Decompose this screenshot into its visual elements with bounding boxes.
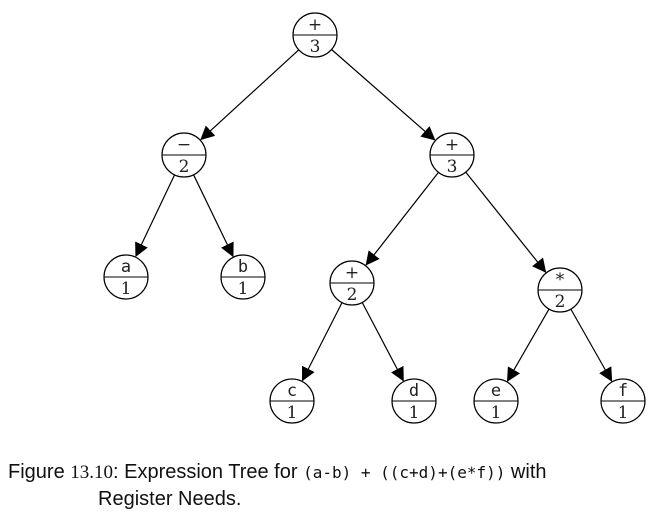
node-register-need-label: 3	[447, 157, 458, 177]
node-register-need-label: 1	[409, 403, 420, 423]
edge-root-to-plus1	[331, 49, 436, 141]
node-register-need-label: 2	[555, 292, 566, 312]
edge-plus2-to-d	[361, 302, 404, 382]
figure-caption: Figure 13.10: Expression Tree for (a-b) …	[8, 459, 668, 512]
node-operator-label: e	[491, 381, 501, 401]
node-register-need-label: 2	[179, 157, 190, 177]
node-register-need-label: 1	[618, 403, 629, 423]
caption-suffix: with	[505, 461, 547, 483]
edge-root-to-minus	[200, 49, 300, 141]
edge-plus1-to-plus2	[365, 171, 439, 266]
tree-node-c: c1	[269, 378, 315, 424]
node-operator-label: +	[445, 135, 459, 155]
tree-node-a: a1	[103, 254, 149, 300]
edge-plus2-to-c	[301, 302, 343, 382]
tree-node-f: f1	[600, 378, 646, 424]
tree-node-plus2: +2	[329, 260, 375, 306]
node-operator-label: c	[287, 381, 297, 401]
tree-node-b: b1	[220, 254, 266, 300]
caption-expression: (a-b) + ((c+d)+(e*f))	[303, 463, 506, 482]
tree-node-e: e1	[473, 378, 519, 424]
node-operator-label: a	[121, 257, 131, 277]
edge-minus-to-b	[193, 174, 234, 258]
edge-minus-to-a	[135, 174, 176, 258]
node-operator-label: d	[409, 381, 419, 401]
tree-node-times: *2	[537, 267, 583, 313]
caption-prefix: Figure	[8, 461, 71, 483]
node-register-need-label: 1	[287, 403, 298, 423]
edge-plus1-to-times	[465, 171, 547, 273]
node-operator-label: *	[556, 270, 565, 290]
node-register-need-label: 3	[310, 37, 321, 57]
caption-middle: : Expression Tree for	[113, 461, 304, 483]
tree-node-minus: −2	[161, 132, 207, 178]
node-register-need-label: 2	[347, 285, 358, 305]
caption-line-2: Register Needs.	[98, 488, 242, 510]
tree-node-plus1: +3	[429, 132, 475, 178]
node-operator-label: f	[618, 381, 628, 401]
edge-times-to-f	[570, 308, 613, 382]
node-register-need-label: 1	[121, 279, 132, 299]
edge-times-to-e	[506, 308, 550, 382]
tree-node-root: +3	[292, 12, 338, 58]
tree-node-d: d1	[391, 378, 437, 424]
node-operator-label: +	[345, 263, 359, 283]
node-register-need-label: 1	[491, 403, 502, 423]
node-operator-label: b	[238, 257, 248, 277]
node-operator-label: +	[308, 15, 322, 35]
node-operator-label: −	[177, 135, 191, 155]
node-register-need-label: 1	[238, 279, 249, 299]
figure-number: 13.10	[70, 462, 113, 483]
